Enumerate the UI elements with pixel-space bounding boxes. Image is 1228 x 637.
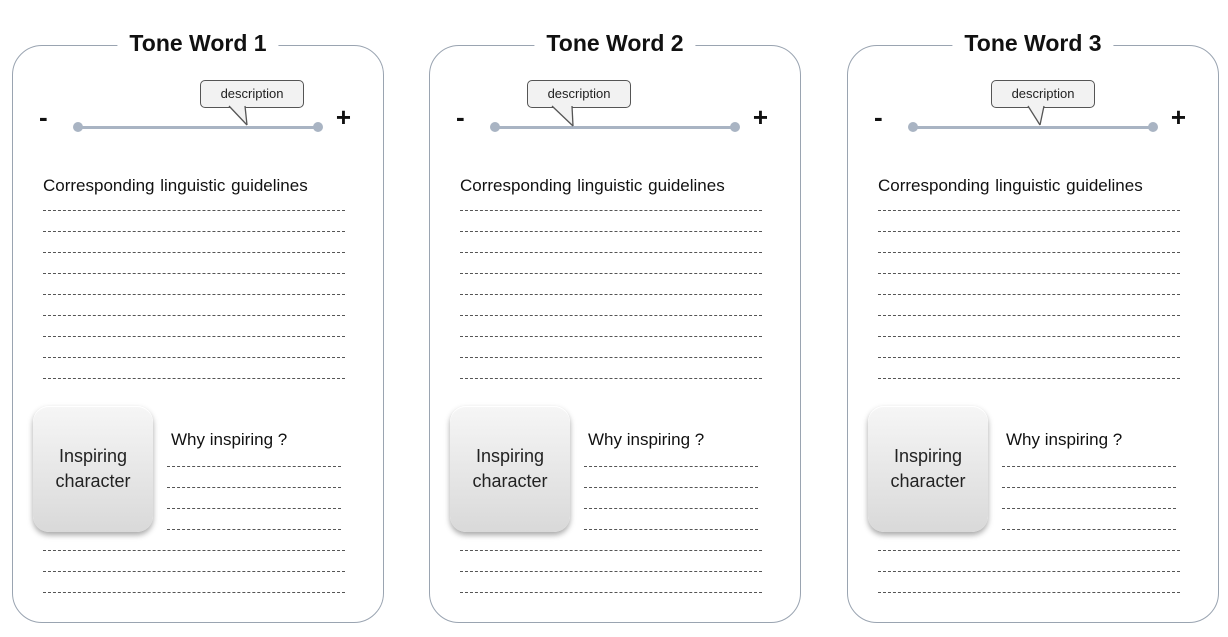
tone-word-card-3: Tone Word 3 - + description Correspondin… <box>847 26 1219 623</box>
description-callout[interactable]: description <box>991 80 1095 126</box>
writing-line[interactable] <box>878 378 1180 379</box>
writing-line[interactable] <box>878 336 1180 337</box>
writing-line[interactable] <box>878 252 1180 253</box>
description-label: description <box>1011 86 1075 101</box>
writing-line[interactable] <box>1002 529 1176 530</box>
why-inspiring-label: Why inspiring ? <box>588 430 705 449</box>
writing-line[interactable] <box>460 378 762 379</box>
writing-line[interactable] <box>43 294 345 295</box>
scale-min-dot <box>490 122 500 132</box>
writing-line[interactable] <box>43 273 345 274</box>
writing-line[interactable] <box>584 487 758 488</box>
callout-pointer-icon <box>551 105 574 127</box>
guidelines-heading: Corresponding linguistic guidelines <box>460 176 725 195</box>
writing-line[interactable] <box>43 378 345 379</box>
writing-line[interactable] <box>1002 487 1176 488</box>
why-inspiring-label: Why inspiring ? <box>1006 430 1123 449</box>
writing-line[interactable] <box>167 508 341 509</box>
writing-line[interactable] <box>460 294 762 295</box>
inspiring-character-label: Inspiring character <box>472 446 548 491</box>
tone-word-card-2: Tone Word 2 - + description Correspondin… <box>429 26 801 623</box>
inspiring-character-button[interactable]: Inspiring character <box>450 406 570 532</box>
tone-scale-line[interactable] <box>912 126 1152 129</box>
writing-line[interactable] <box>167 529 341 530</box>
writing-line[interactable] <box>584 508 758 509</box>
writing-line[interactable] <box>584 466 758 467</box>
writing-line[interactable] <box>43 357 345 358</box>
description-label: description <box>220 86 284 101</box>
writing-line[interactable] <box>460 336 762 337</box>
writing-line[interactable] <box>43 210 345 211</box>
writing-line[interactable] <box>43 252 345 253</box>
writing-line[interactable] <box>43 571 345 572</box>
writing-line[interactable] <box>460 357 762 358</box>
why-inspiring-label: Why inspiring ? <box>171 430 288 449</box>
inspiring-character-label: Inspiring character <box>55 446 131 491</box>
minus-sign: - <box>456 102 465 132</box>
inspiring-character-button[interactable]: Inspiring character <box>868 406 988 532</box>
writing-line[interactable] <box>878 273 1180 274</box>
writing-line[interactable] <box>1002 508 1176 509</box>
tone-scale-line[interactable] <box>494 126 734 129</box>
writing-line[interactable] <box>878 357 1180 358</box>
writing-line[interactable] <box>878 210 1180 211</box>
writing-line[interactable] <box>878 571 1180 572</box>
writing-line[interactable] <box>460 231 762 232</box>
writing-line[interactable] <box>878 315 1180 316</box>
card-title: Tone Word 2 <box>534 26 696 60</box>
writing-line[interactable] <box>460 315 762 316</box>
description-label: description <box>547 86 611 101</box>
writing-line[interactable] <box>460 550 762 551</box>
writing-line[interactable] <box>167 487 341 488</box>
callout-pointer-icon <box>1027 105 1045 126</box>
callout-pointer-icon <box>228 105 248 126</box>
scale-max-dot <box>730 122 740 132</box>
writing-line[interactable] <box>460 273 762 274</box>
plus-sign: + <box>1170 102 1186 132</box>
writing-line[interactable] <box>167 466 341 467</box>
scale-max-dot <box>1148 122 1158 132</box>
writing-line[interactable] <box>878 231 1180 232</box>
plus-sign: + <box>335 102 351 132</box>
tone-scale-line[interactable] <box>77 126 317 129</box>
card-title: Tone Word 3 <box>952 26 1114 60</box>
scale-max-dot <box>313 122 323 132</box>
inspiring-character-label: Inspiring character <box>890 446 966 491</box>
inspiring-character-button[interactable]: Inspiring character <box>33 406 153 532</box>
scale-min-dot <box>908 122 918 132</box>
writing-line[interactable] <box>878 550 1180 551</box>
guidelines-heading: Corresponding linguistic guidelines <box>878 176 1143 195</box>
writing-line[interactable] <box>878 294 1180 295</box>
writing-line[interactable] <box>460 571 762 572</box>
writing-line[interactable] <box>460 210 762 211</box>
writing-line[interactable] <box>584 529 758 530</box>
writing-line[interactable] <box>43 315 345 316</box>
card-title: Tone Word 1 <box>117 26 279 60</box>
description-callout[interactable]: description <box>527 80 631 127</box>
writing-line[interactable] <box>43 550 345 551</box>
scale-min-dot <box>73 122 83 132</box>
description-callout[interactable]: description <box>200 80 304 126</box>
guidelines-heading: Corresponding linguistic guidelines <box>43 176 308 195</box>
writing-line[interactable] <box>460 592 762 593</box>
minus-sign: - <box>874 102 883 132</box>
writing-line[interactable] <box>460 252 762 253</box>
writing-line[interactable] <box>43 336 345 337</box>
plus-sign: + <box>752 102 768 132</box>
writing-line[interactable] <box>43 592 345 593</box>
writing-line[interactable] <box>878 592 1180 593</box>
tone-word-card-1: Tone Word 1 - + description Correspondin… <box>12 26 384 623</box>
writing-line[interactable] <box>1002 466 1176 467</box>
writing-line[interactable] <box>43 231 345 232</box>
minus-sign: - <box>39 102 48 132</box>
